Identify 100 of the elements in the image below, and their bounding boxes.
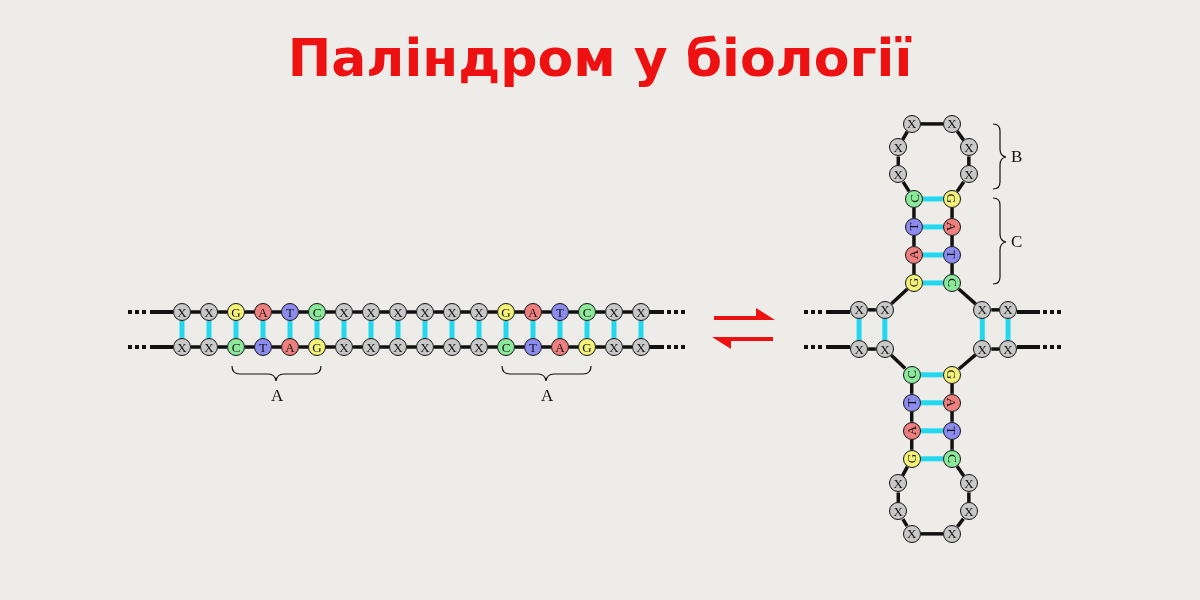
backbone-line bbox=[920, 532, 944, 536]
nucleotide-circle: X bbox=[416, 338, 434, 356]
nucleotide-circle: X bbox=[889, 165, 908, 184]
backbone-line bbox=[218, 310, 227, 314]
nucleotide-circle: T bbox=[943, 245, 962, 264]
backbone-line bbox=[955, 180, 966, 193]
backbone-line bbox=[407, 310, 416, 314]
segment-label: A bbox=[271, 386, 284, 406]
base-pair-bond bbox=[856, 318, 862, 341]
backbone-line bbox=[380, 310, 389, 314]
backbone-line bbox=[488, 310, 497, 314]
base-pair-bond bbox=[287, 321, 293, 338]
base-pair-bond bbox=[920, 400, 944, 406]
nucleotide-circle: A bbox=[524, 303, 542, 321]
backbone-line bbox=[991, 308, 1000, 312]
nucleotide-circle: X bbox=[335, 338, 353, 356]
backbone-line bbox=[868, 308, 876, 312]
nucleotide-circle: G bbox=[943, 365, 962, 384]
nucleotide-circle: C bbox=[943, 449, 962, 468]
backbone-line bbox=[407, 345, 416, 349]
backbone-line bbox=[245, 345, 254, 349]
nucleotide-circle: G bbox=[902, 449, 921, 468]
base-pair-bond bbox=[206, 321, 212, 338]
backbone-line bbox=[569, 345, 578, 349]
backbone-line bbox=[596, 345, 605, 349]
nucleotide-circle: X bbox=[443, 338, 461, 356]
nucleotide-circle: X bbox=[875, 340, 894, 359]
nucleotide-circle: X bbox=[443, 303, 461, 321]
backbone-line bbox=[912, 235, 916, 246]
nucleotide-circle: X bbox=[902, 114, 921, 133]
backbone-line bbox=[950, 235, 954, 246]
nucleotide-circle: X bbox=[959, 502, 978, 521]
nucleotide-circle: X bbox=[959, 474, 978, 493]
nucleotide-circle: T bbox=[943, 421, 962, 440]
nucleotide-circle: X bbox=[943, 524, 962, 543]
backbone-line bbox=[488, 345, 497, 349]
backbone-line bbox=[299, 345, 308, 349]
backbone-line bbox=[569, 310, 578, 314]
nucleotide-circle: G bbox=[943, 189, 962, 208]
nucleotide-circle: X bbox=[362, 303, 380, 321]
backbone-line bbox=[272, 310, 281, 314]
nucleotide-circle: X bbox=[999, 300, 1018, 319]
nucleotide-circle: X bbox=[389, 338, 407, 356]
nucleotide-circle: A bbox=[281, 338, 299, 356]
backbone-line bbox=[326, 345, 335, 349]
backbone-line bbox=[950, 263, 954, 274]
backbone-line bbox=[623, 345, 632, 349]
nucleotide-circle: X bbox=[389, 303, 407, 321]
base-pair-bond bbox=[476, 321, 482, 338]
nucleotide-circle: T bbox=[281, 303, 299, 321]
backbone-line bbox=[967, 492, 971, 503]
segment-label: C bbox=[1011, 232, 1023, 252]
base-pair-bond bbox=[530, 321, 536, 338]
backbone-line bbox=[461, 310, 470, 314]
base-pair-bond bbox=[920, 428, 944, 434]
backbone-line bbox=[955, 130, 966, 142]
base-pair-bond bbox=[557, 321, 563, 338]
nucleotide-circle: X bbox=[200, 338, 218, 356]
backbone-line bbox=[353, 310, 362, 314]
backbone-line bbox=[890, 287, 909, 306]
nucleotide-circle: X bbox=[173, 303, 191, 321]
base-pair-bond bbox=[395, 321, 401, 338]
nucleotide-circle: G bbox=[308, 338, 326, 356]
base-pair-bond bbox=[611, 321, 617, 338]
base-pair-bond bbox=[922, 252, 944, 258]
nucleotide-circle: X bbox=[902, 524, 921, 543]
nucleotide-circle: X bbox=[416, 303, 434, 321]
backbone-line bbox=[950, 411, 954, 422]
nucleotide-circle: X bbox=[959, 138, 978, 157]
nucleotide-circle: X bbox=[943, 114, 962, 133]
backbone-line bbox=[515, 345, 524, 349]
nucleotide-circle: X bbox=[875, 300, 894, 319]
nucleotide-circle: X bbox=[999, 340, 1018, 359]
backbone-line bbox=[912, 263, 916, 274]
nucleotide-circle: X bbox=[632, 303, 650, 321]
nucleotide-circle: X bbox=[959, 165, 978, 184]
nucleotide-circle: X bbox=[889, 502, 908, 521]
backbone-line bbox=[299, 310, 308, 314]
base-pair-bond bbox=[638, 321, 644, 338]
backbone-line bbox=[218, 345, 227, 349]
backbone-line bbox=[950, 383, 954, 394]
backbone-line bbox=[326, 310, 335, 314]
nucleotide-circle: A bbox=[551, 338, 569, 356]
backbone-line bbox=[353, 345, 362, 349]
nucleotide-circle: G bbox=[497, 303, 515, 321]
nucleotide-circle: A bbox=[254, 303, 272, 321]
base-pair-bond bbox=[314, 321, 320, 338]
base-pair-bond bbox=[920, 456, 944, 462]
nucleotide-circle: T bbox=[551, 303, 569, 321]
backbone-line bbox=[380, 345, 389, 349]
base-pair-bond bbox=[449, 321, 455, 338]
nucleotide-circle: T bbox=[254, 338, 272, 356]
base-pair-bond bbox=[233, 321, 239, 338]
base-pair-bond bbox=[922, 280, 944, 286]
base-pair-bond bbox=[922, 196, 944, 202]
nucleotide-circle: C bbox=[578, 303, 596, 321]
backbone-line bbox=[955, 465, 966, 477]
backbone-line bbox=[596, 310, 605, 314]
nucleotide-circle: X bbox=[470, 338, 488, 356]
nucleotide-circle: X bbox=[335, 303, 353, 321]
